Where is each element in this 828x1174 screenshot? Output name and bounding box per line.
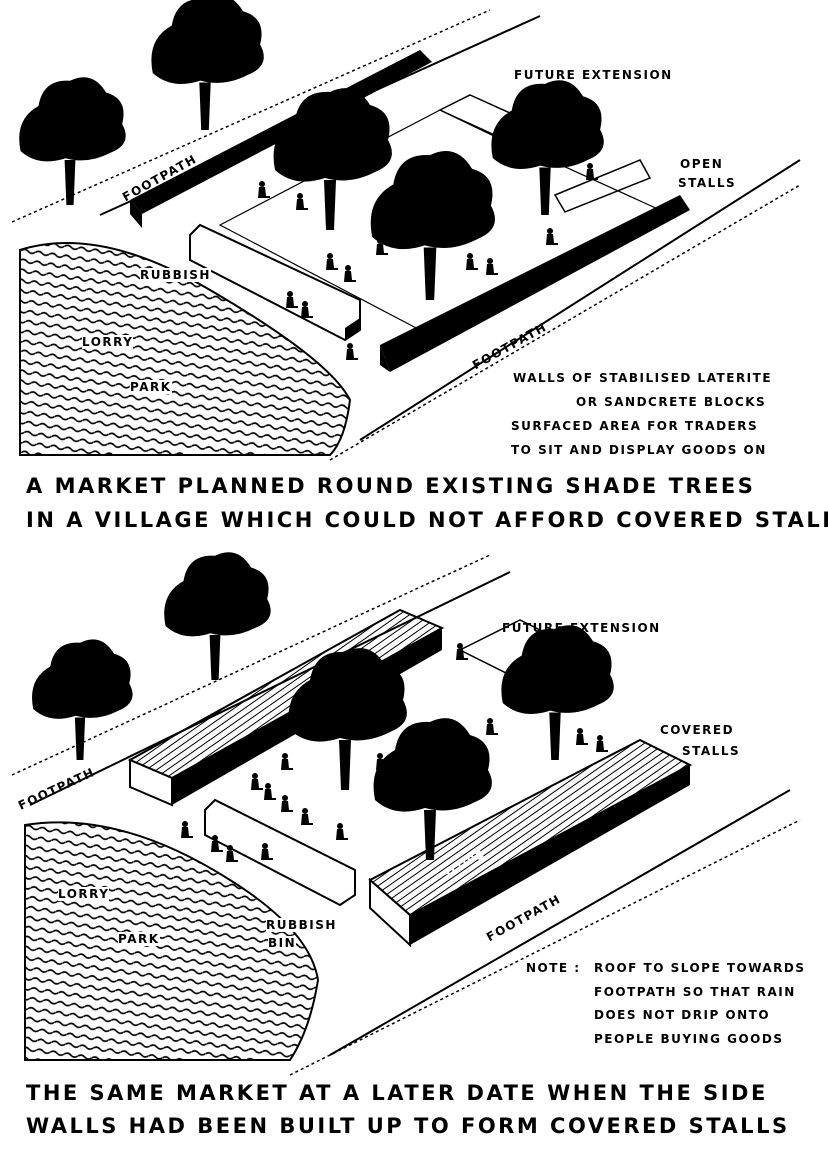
note-line: PEOPLE BUYING GOODS	[594, 1032, 784, 1046]
left-wall	[204, 798, 356, 907]
top-caption-line-2: IN A VILLAGE WHICH COULD NOT AFFORD COVE…	[26, 508, 828, 532]
lorry-park-area	[24, 821, 320, 1061]
covered-stalls-label: COVERED	[660, 723, 735, 737]
front-wall	[380, 195, 690, 372]
covered-stalls-label-2: STALLS	[682, 744, 741, 758]
rubbish-label: RUBBISH	[140, 268, 211, 282]
note-line: ROOF TO SLOPE TOWARDS	[594, 961, 806, 975]
park-label: PARK	[130, 380, 172, 394]
bottom-caption-line-2: WALLS HAD BEEN BUILT UP TO FORM COVERED …	[26, 1114, 790, 1138]
note-prefix: NOTE :	[526, 961, 581, 975]
lorry-label: LORRY	[58, 887, 110, 901]
lorry-label: LORRY	[82, 335, 134, 349]
open-stalls-label-2: STALLS	[678, 176, 737, 190]
note-line: FOOTPATH SO THAT RAIN	[594, 985, 796, 999]
note-line: WALLS OF STABILISED LATERITE	[513, 371, 773, 385]
bin-label: BIN	[268, 936, 297, 950]
future-extension-label: FUTURE EXTENSION	[502, 621, 661, 635]
future-extension-label: FUTURE EXTENSION	[514, 68, 673, 82]
note-line: TO SIT AND DISPLAY GOODS ON	[511, 443, 767, 457]
note-line: SURFACED AREA FOR TRADERS	[511, 419, 759, 433]
bottom-diagram	[11, 552, 801, 1076]
note-line: DOES NOT DRIP ONTO	[594, 1008, 771, 1022]
note-line: OR SANDCRETE BLOCKS	[576, 395, 767, 409]
open-stalls-label: OPEN	[680, 157, 724, 171]
rubbish-label: RUBBISH	[266, 918, 337, 932]
top-diagram	[11, 0, 801, 461]
lorry-park-area	[19, 242, 352, 456]
bottom-caption-line-1: THE SAME MARKET AT A LATER DATE WHEN THE…	[26, 1081, 768, 1105]
top-caption-line-1: A MARKET PLANNED ROUND EXISTING SHADE TR…	[26, 474, 756, 498]
park-label: PARK	[118, 932, 160, 946]
